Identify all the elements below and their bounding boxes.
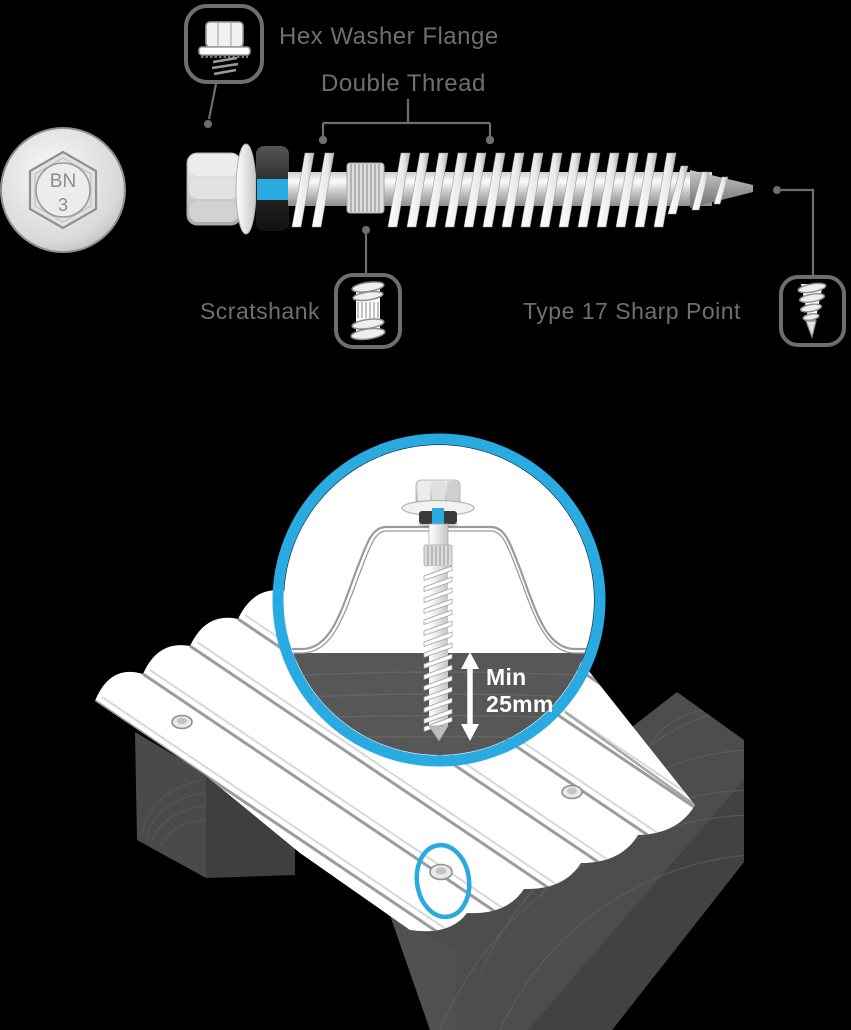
screw-sharp-point <box>667 165 753 215</box>
double-thread-bracket <box>318 99 495 145</box>
hex-washer-flange-icon <box>198 21 251 76</box>
embedded-screw <box>401 479 475 742</box>
screw-flange <box>235 143 257 235</box>
embedment-arrow <box>461 652 479 741</box>
screw-side-view <box>186 143 753 235</box>
hex-flange-leader-line <box>207 83 218 120</box>
scratshank-icon <box>350 281 386 341</box>
min-embedment-label-line1: Min <box>486 664 527 690</box>
scratshank-label: Scratshank <box>199 298 320 324</box>
sharp-point-icon <box>797 282 827 340</box>
sharp-point-callout-box <box>773 186 846 347</box>
hex-washer-flange-callout-box <box>184 4 264 128</box>
magnifier-ring <box>272 433 606 767</box>
scratshank-callout-box <box>334 226 402 349</box>
screw-location-highlight <box>414 842 472 920</box>
installation-illustration <box>95 433 744 1030</box>
blue-seal-band <box>257 179 288 200</box>
hex-flange-leader-dot <box>204 120 212 128</box>
screw-seal-washer <box>256 146 289 231</box>
sharp-point-leader-line <box>781 188 815 277</box>
screw-scratshank-section <box>346 162 385 214</box>
double-thread-label: Double Thread <box>321 70 486 97</box>
blue-seal-band <box>432 508 444 524</box>
installed-screw-head <box>561 784 583 800</box>
scratshank-leader-dot <box>362 226 370 234</box>
installed-screw-head <box>429 863 453 881</box>
timber-batten-left <box>135 732 295 878</box>
installed-screw-head <box>171 714 193 730</box>
sharp-point-leader-dot <box>773 186 781 194</box>
min-embedment-label-line2: 25mm <box>486 691 554 717</box>
head-stamp-line1: BN <box>49 171 77 192</box>
sharp-point-label: Type 17 Sharp Point <box>523 298 741 324</box>
head-stamp-line2: 3 <box>57 195 68 215</box>
screw-hex-head <box>186 152 242 226</box>
hex-washer-flange-label: Hex Washer Flange <box>279 23 499 50</box>
hex-head-front-view <box>0 127 126 253</box>
